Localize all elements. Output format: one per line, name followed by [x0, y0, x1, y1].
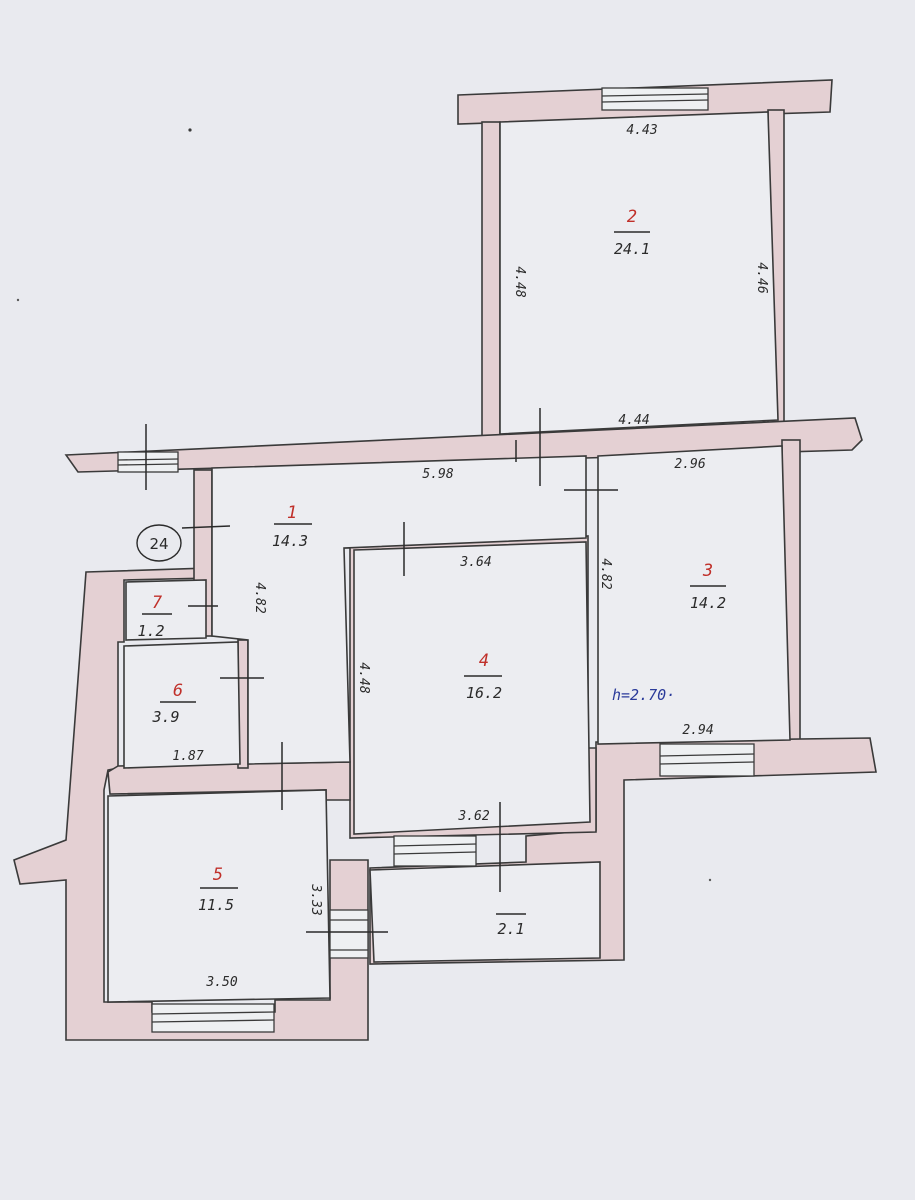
dim-room5-right: 3.33 — [308, 883, 323, 915]
room-1-shape — [211, 455, 587, 765]
dim-room6-bottom: 1.87 — [172, 749, 203, 764]
room-2-shape — [499, 111, 779, 435]
dim-room2-right: 4.46 — [754, 262, 769, 293]
dim-room1-height: 4.82 — [252, 582, 267, 613]
room-labels: 2 24.1 1 14.3 3 14.2 4 16.2 7 1.2 6 3.9 … — [137, 207, 726, 938]
dim-room4-bottom: 3.62 — [457, 809, 489, 824]
balcony-area: 2.1 — [497, 920, 524, 938]
room-2-number: 2 — [627, 207, 637, 227]
dim-room1-top: 5.98 — [422, 467, 453, 482]
wall-main-horizontal — [64, 417, 863, 473]
room-6-shape — [123, 641, 241, 769]
room-4-number: 4 — [479, 651, 489, 671]
apartment-circle — [136, 524, 182, 562]
room-4-area: 16.2 — [466, 684, 502, 702]
ceiling-height-note: h=2.70· — [612, 686, 675, 704]
room-3-shape — [597, 445, 791, 745]
apartment-marker: 24 — [136, 524, 182, 562]
window-room3 — [659, 743, 755, 777]
pen-dot — [188, 128, 192, 132]
wall-left-room2 — [481, 121, 501, 439]
pen-dot — [708, 878, 712, 882]
dim-room5-bottom: 3.50 — [205, 975, 237, 990]
room-3-area: 14.2 — [690, 594, 726, 612]
pen-dot — [16, 298, 20, 302]
dim-room2-left: 4.48 — [512, 266, 527, 297]
room-6-area: 3.9 — [151, 708, 179, 726]
door-marks — [145, 408, 618, 933]
window-room5 — [151, 1003, 275, 1033]
dim-room4-top: 3.64 — [459, 555, 491, 570]
room-4-shape — [353, 541, 591, 835]
room-7-number: 7 — [152, 593, 163, 613]
dim-room2-top: 4.43 — [626, 123, 657, 138]
windows — [117, 87, 755, 1033]
room-7-shape — [125, 579, 207, 641]
room-6-number: 6 — [173, 681, 183, 701]
room-2-area: 24.1 — [614, 240, 650, 258]
window-room4 — [393, 835, 477, 867]
dim-room2-bottom: 4.44 — [618, 413, 649, 428]
balcony-shape — [369, 861, 601, 963]
room-5-number: 5 — [213, 865, 223, 885]
dim-room4-left: 4.48 — [356, 662, 371, 693]
window-room2 — [601, 87, 709, 111]
room-1-number: 1 — [287, 503, 297, 523]
dim-room3-bottom: 2.94 — [682, 723, 713, 738]
balcony-door — [329, 909, 369, 959]
room-7-area: 1.2 — [137, 622, 164, 640]
room-5-area: 11.5 — [198, 896, 234, 914]
room-shapes — [107, 111, 791, 1003]
apartment-number: 24 — [149, 535, 168, 553]
room-1-area: 14.3 — [272, 532, 308, 550]
window-room1 — [117, 451, 179, 473]
dim-room3-left: 4.82 — [598, 558, 613, 589]
dim-room3-top: 2.96 — [674, 457, 705, 472]
room-5-shape — [107, 789, 331, 1003]
room-3-number: 3 — [702, 561, 713, 581]
dimension-labels: 4.43 4.48 4.46 4.44 5.98 4.82 2.96 4.82 … — [172, 123, 769, 990]
